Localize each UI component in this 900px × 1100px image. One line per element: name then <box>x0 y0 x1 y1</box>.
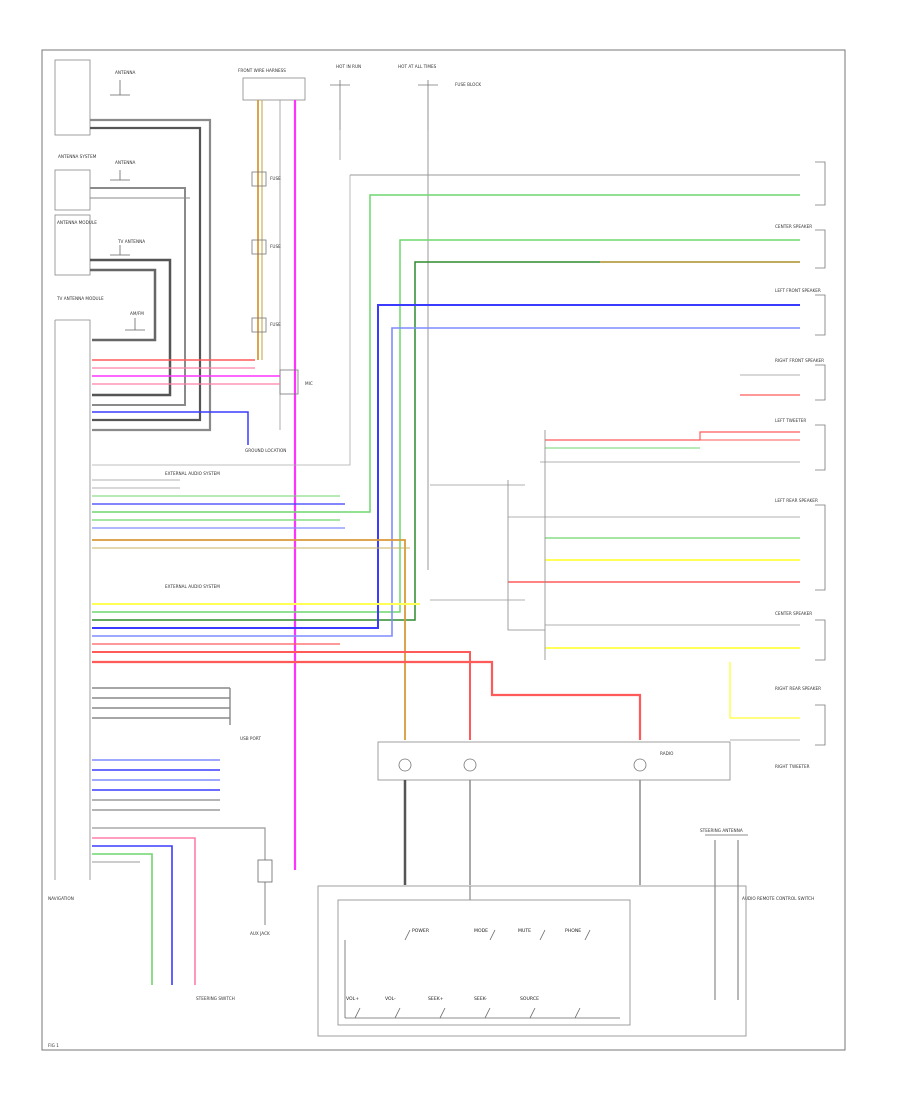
label-vol-up: VOL+ <box>346 996 359 1002</box>
label-center-speaker: CENTER SPEAKER <box>775 224 812 229</box>
label-left-rear-speaker: LEFT REAR SPEAKER <box>775 498 818 503</box>
radio-to-switch-wires <box>403 780 748 1000</box>
label-hot-in-run: HOT IN RUN <box>336 64 361 69</box>
label-antenna-mid: ANTENNA <box>115 160 135 165</box>
fuse-icons <box>251 171 299 395</box>
label-fuse-3: FUSE <box>270 322 281 327</box>
label-source: SOURCE <box>520 996 539 1002</box>
label-fuse-2: FUSE <box>270 244 281 249</box>
main-harness-wires <box>92 174 800 985</box>
label-power: POWER <box>412 928 430 934</box>
diagram-frame <box>41 49 846 1051</box>
label-am-fm: AM/FM <box>130 311 144 316</box>
power-feed-wires <box>257 80 438 870</box>
antenna-block-top <box>54 59 91 880</box>
label-seek-up: SEEK+ <box>428 996 444 1002</box>
label-ext-audio-1: EXTERNAL AUDIO SYSTEM <box>165 471 220 476</box>
label-navigation: NAVIGATION <box>48 896 74 901</box>
label-mic: MIC <box>305 381 313 386</box>
aux-jack <box>257 859 273 925</box>
label-aux-jack: AUX JACK <box>250 931 270 936</box>
label-fuse-1: FUSE <box>270 176 281 181</box>
label-antenna-module: ANTENNA MODULE <box>57 220 97 225</box>
label-vol-down: VOL- <box>385 996 396 1002</box>
speaker-wires <box>430 374 800 741</box>
label-hot-at-all-times: HOT AT ALL TIMES <box>398 64 437 69</box>
label-fig: FIG 1 <box>48 1043 59 1048</box>
label-right-tweeter: RIGHT TWEETER <box>775 764 810 769</box>
label-ext-audio-2: EXTERNAL AUDIO SYSTEM <box>165 584 220 589</box>
label-seek-down: SEEK- <box>474 996 487 1002</box>
label-left-front-speaker: LEFT FRONT SPEAKER <box>775 288 821 293</box>
label-tv-antenna-module: TV ANTENNA MODULE <box>56 296 104 301</box>
label-center-rear: CENTER SPEAKER <box>775 611 812 616</box>
label-right-rear-speaker: RIGHT REAR SPEAKER <box>775 686 821 691</box>
label-left-tweeter: LEFT TWEETER <box>775 418 806 423</box>
label-fuse-block: FUSE BLOCK <box>455 82 481 87</box>
label-mute: MUTE <box>518 928 531 934</box>
label-tv-antenna: TV ANTENNA <box>117 239 145 244</box>
label-antenna-system: ANTENNA SYSTEM <box>58 154 97 159</box>
label-antenna-top: ANTENNA <box>115 70 135 75</box>
label-steering-antenna: STEERING ANTENNA <box>700 828 743 833</box>
label-right-front-speaker: RIGHT FRONT SPEAKER <box>775 358 824 363</box>
label-usb-port: USB PORT <box>240 736 261 741</box>
speaker-connectors <box>815 161 826 746</box>
front-wire-harness-box <box>242 77 306 101</box>
label-phone: PHONE <box>565 928 581 934</box>
label-mode: MODE <box>474 928 488 934</box>
radio-unit <box>377 741 731 781</box>
antenna-wires <box>90 80 212 432</box>
label-ground-loc: GROUND LOCATION <box>245 448 286 453</box>
label-steering-switch: STEERING SWITCH <box>196 996 235 1001</box>
label-radio-unit: RADIO <box>660 751 674 756</box>
label-audio-remote: AUDIO REMOTE CONTROL SWITCH <box>742 896 814 901</box>
label-front-wire-harness: FRONT WIRE HARNESS <box>238 68 286 73</box>
switch-contacts <box>344 929 620 1019</box>
audio-remote-switch <box>317 885 747 1037</box>
